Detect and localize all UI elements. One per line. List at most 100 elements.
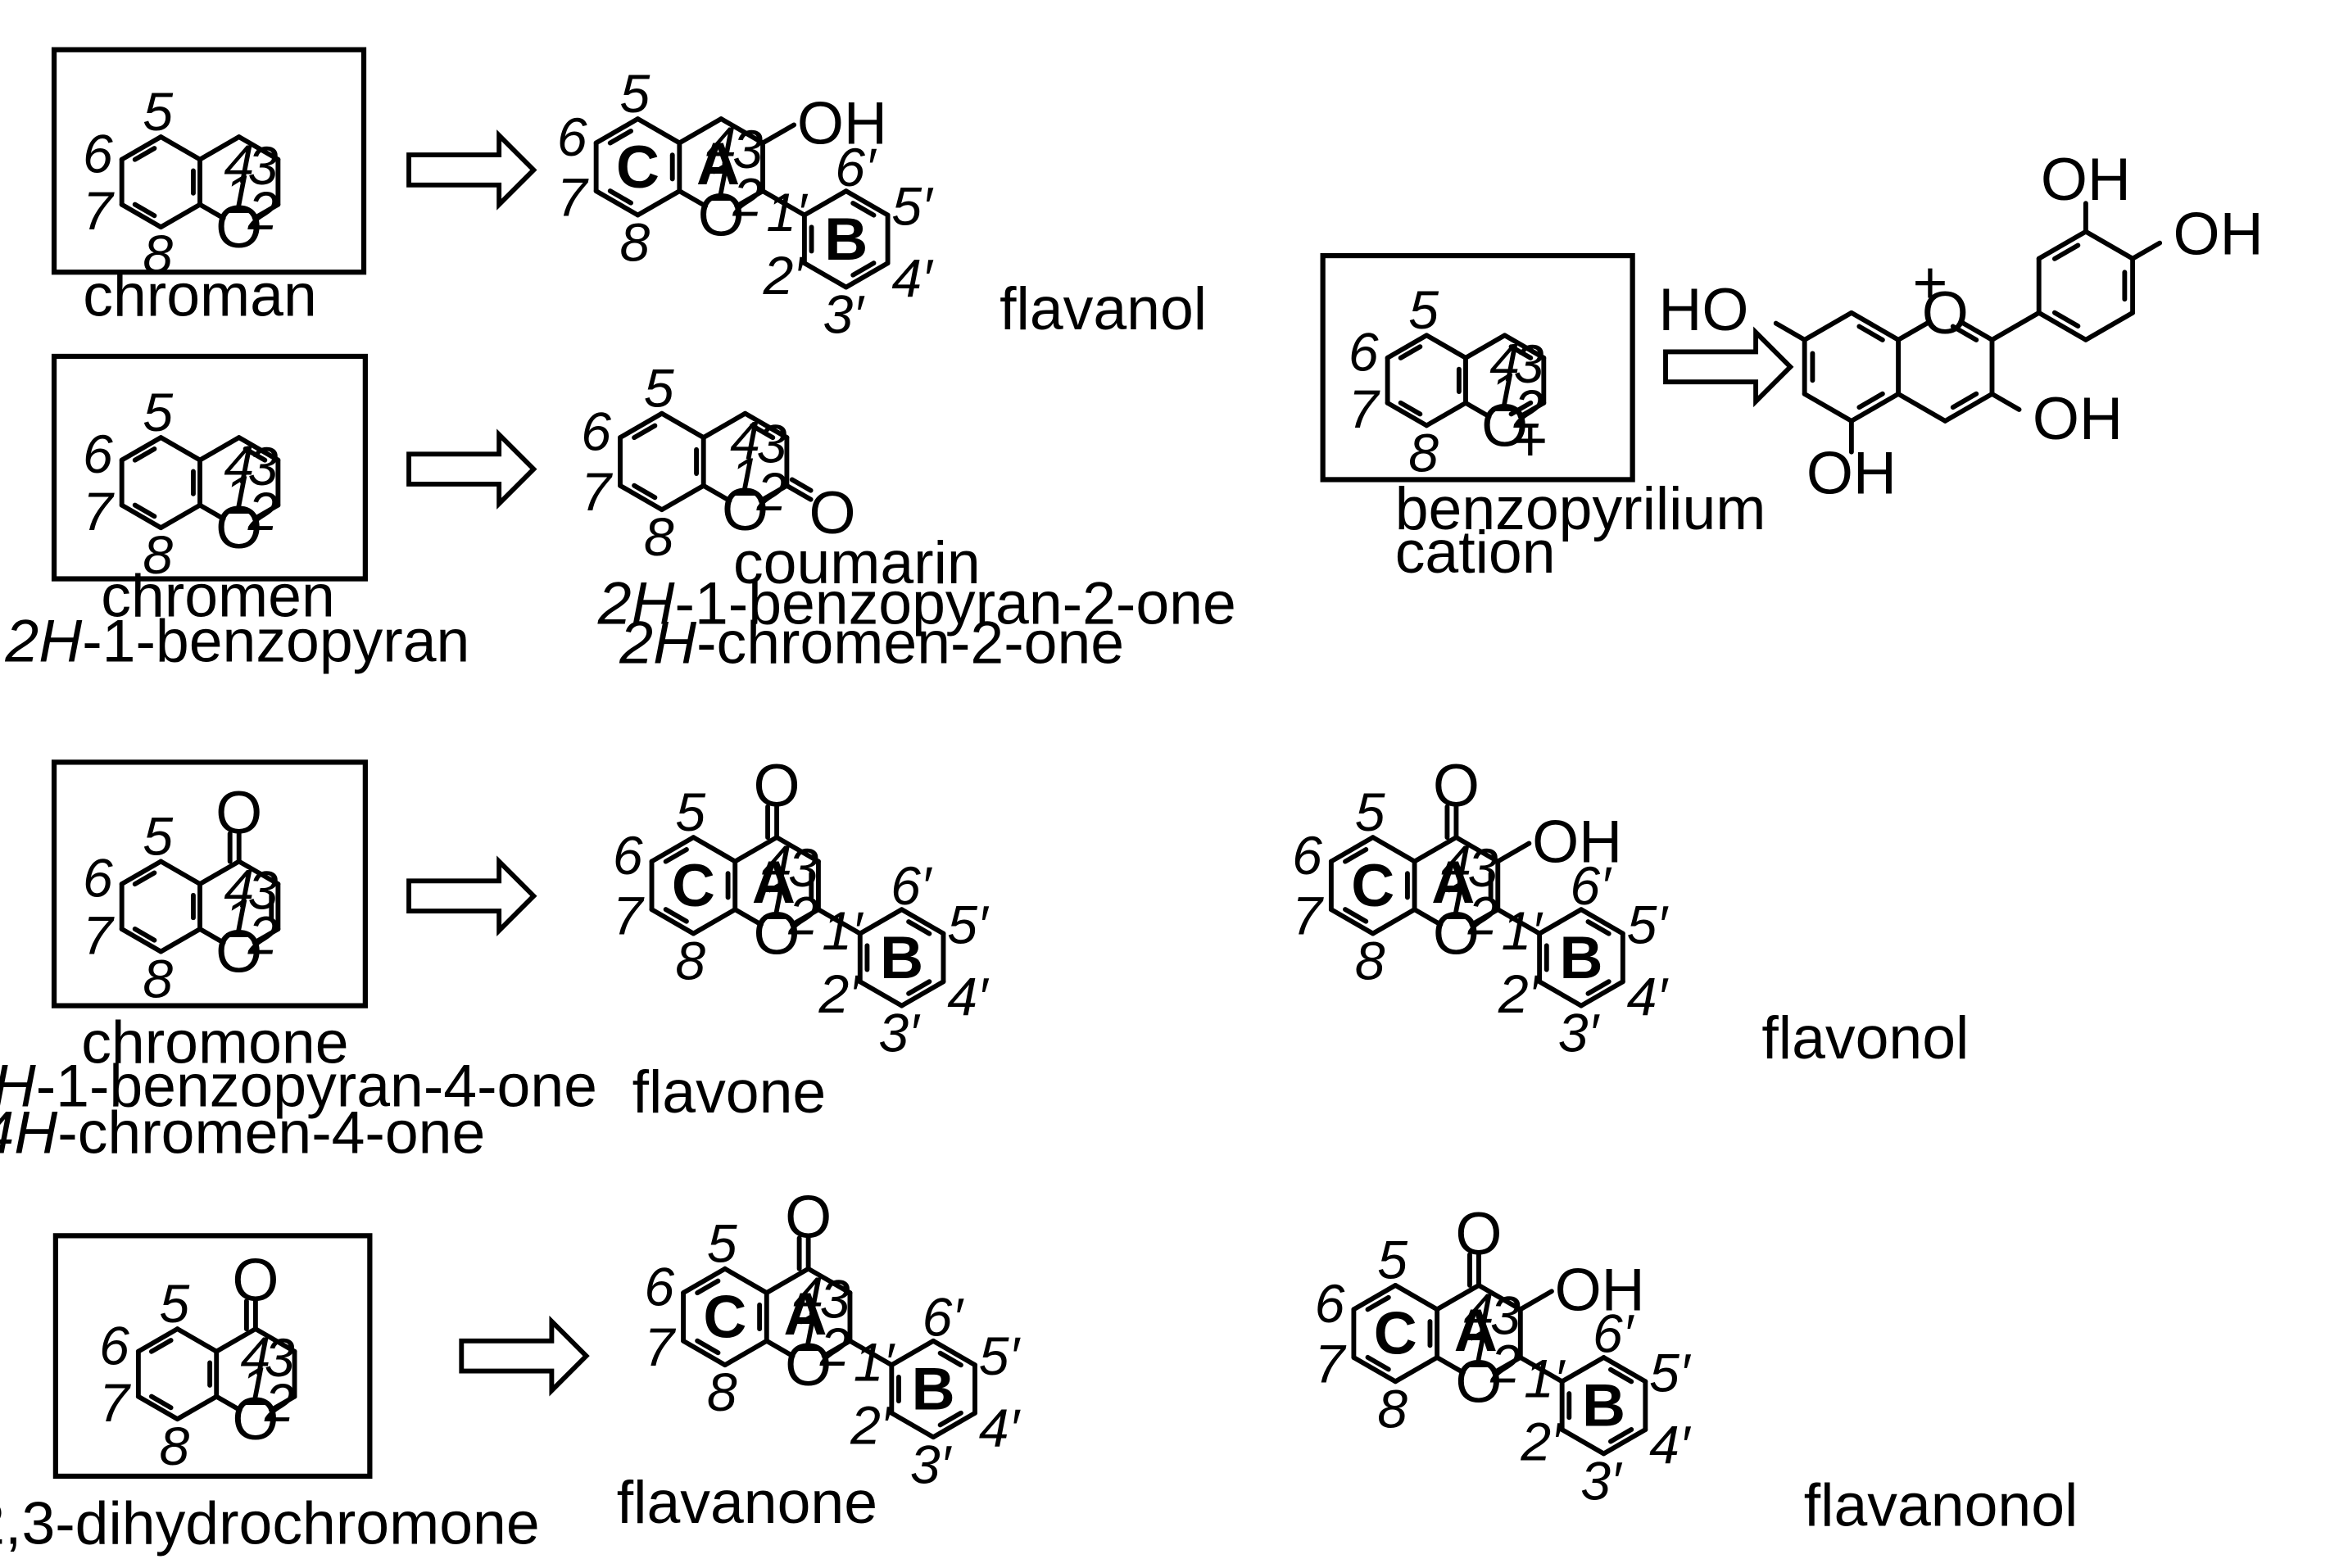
ring-c-label: C xyxy=(703,1283,746,1350)
locant-1: 1 xyxy=(730,446,760,507)
ring-oxygen-label: O xyxy=(722,476,768,543)
phenyl-double-bond xyxy=(1585,919,1612,936)
locant-3: 3 xyxy=(1514,333,1544,394)
pyran-bond xyxy=(734,188,765,209)
c3-hydroxyl-label: OH xyxy=(1555,1256,1645,1323)
locant-2: 2 xyxy=(787,886,818,946)
chromone-iupac2-label: 4H-chromen-4-one xyxy=(0,1099,485,1166)
locant-4prime: 4′ xyxy=(979,1398,1022,1458)
ring-b-label: B xyxy=(1559,924,1602,991)
ring-a-label: A xyxy=(1454,1297,1498,1364)
benzo-double-bond xyxy=(132,927,157,943)
pyran-bond xyxy=(236,435,281,463)
locant-6prime: 6′ xyxy=(1593,1303,1635,1364)
flavonol-label: flavonol xyxy=(1761,1004,1969,1072)
ring-oxygen-label: O xyxy=(1922,279,1969,347)
locant-3: 3 xyxy=(1468,837,1498,898)
ring-oxygen-label: O xyxy=(698,182,745,249)
chromen-iupac-label: 2H-1-benzopyran xyxy=(4,607,469,674)
c3-hydroxyl-bond xyxy=(1517,1289,1554,1312)
pyran-bond xyxy=(214,1326,258,1354)
locant-5: 5 xyxy=(143,81,173,142)
chroman-box xyxy=(51,47,367,275)
phenyl-ring-bond xyxy=(899,907,946,936)
o1-c2-double-bond xyxy=(1950,324,1979,342)
locant-2: 2 xyxy=(1467,886,1498,946)
benzo-ring-bond xyxy=(1351,1355,1398,1384)
locant-2: 2 xyxy=(247,481,279,542)
benzo-ring-bond xyxy=(1328,835,1376,864)
phenyl-ring-bond xyxy=(889,1410,936,1440)
dihydrochromone-label: 2,3-dihydrochromone xyxy=(0,1490,540,1557)
c2-c1prime-bond xyxy=(815,907,863,936)
benzo-ring-bond xyxy=(1385,333,1430,360)
benzo-double-bond xyxy=(1398,400,1423,417)
locant-4prime: 4′ xyxy=(1627,967,1670,1027)
pyran-bond xyxy=(805,1266,853,1296)
locant-4: 4 xyxy=(706,116,737,176)
locant-7: 7 xyxy=(1349,378,1380,439)
locant-2: 2 xyxy=(732,166,763,227)
phenyl-double-bond xyxy=(850,201,877,218)
c3-hydroxyl-label: OH xyxy=(797,90,887,157)
c3-c4-double-bond xyxy=(1508,344,1534,360)
phenyl-double-bond xyxy=(850,261,877,278)
locant-2prime: 2′ xyxy=(1498,963,1541,1024)
benzo-ring-bond xyxy=(593,116,641,146)
benzo-ring-bond xyxy=(649,835,696,864)
locant-2: 2 xyxy=(1489,1333,1521,1394)
benzo-ring-bond xyxy=(175,1394,220,1422)
pyran-bond xyxy=(1942,391,1995,424)
carbonyl-oxygen-label: O xyxy=(1433,752,1480,819)
locant-4: 4 xyxy=(1441,834,1471,895)
flavanonol-label: flavanonol xyxy=(1804,1471,2078,1539)
phenyl-ring-bond xyxy=(843,188,891,218)
pyran-bond xyxy=(252,1326,297,1354)
pyran-bond xyxy=(197,435,242,463)
benzo-ring-bond xyxy=(119,859,164,886)
locant-4: 4 xyxy=(730,410,760,471)
benzo-ring-bond xyxy=(119,202,164,230)
benzopyrilium-label-line1: benzopyrilium xyxy=(1395,475,1766,542)
locant-2prime: 2′ xyxy=(850,1395,893,1456)
locant-3: 3 xyxy=(248,135,279,196)
phenyl-ring-bond xyxy=(1559,1427,1607,1457)
pyran-bond xyxy=(1463,333,1507,360)
c7-hydroxyl-bond xyxy=(1773,320,1807,342)
pyran-bond xyxy=(1435,1282,1481,1312)
locant-5: 5 xyxy=(1408,279,1439,340)
locant-7: 7 xyxy=(613,886,645,946)
locant-5prime: 5′ xyxy=(1627,895,1670,955)
pyran-bond xyxy=(1502,333,1547,360)
pyran-bond xyxy=(1453,835,1501,864)
benzo-ring-bond xyxy=(691,907,738,936)
pyran-bond xyxy=(1517,400,1547,419)
locant-8: 8 xyxy=(707,1362,737,1422)
ring-b-label: B xyxy=(880,924,923,991)
locant-7: 7 xyxy=(83,180,115,241)
phenyl-ring-bond xyxy=(899,979,946,1008)
pyran-bond xyxy=(1435,1355,1466,1375)
cation-charge-label: + xyxy=(1512,407,1548,474)
benzo-ring-bond xyxy=(681,1266,728,1296)
benzo-ring-bond xyxy=(1424,400,1468,428)
phenyl-ring-bond xyxy=(1579,979,1625,1008)
locant-1prime: 1′ xyxy=(1502,900,1544,961)
benzo-ring-bond xyxy=(649,907,696,936)
benzo-double-bond xyxy=(132,202,157,219)
benzo-ring-bond xyxy=(1802,310,1854,342)
locant-3prime: 3′ xyxy=(1558,1003,1601,1063)
benzo-ring-bond xyxy=(175,1326,220,1354)
benzo-ring-bond xyxy=(158,435,202,463)
locant-6: 6 xyxy=(83,848,113,909)
ring-oxygen-label: O xyxy=(215,494,262,561)
ring-oxygen-label: O xyxy=(1455,1348,1502,1415)
